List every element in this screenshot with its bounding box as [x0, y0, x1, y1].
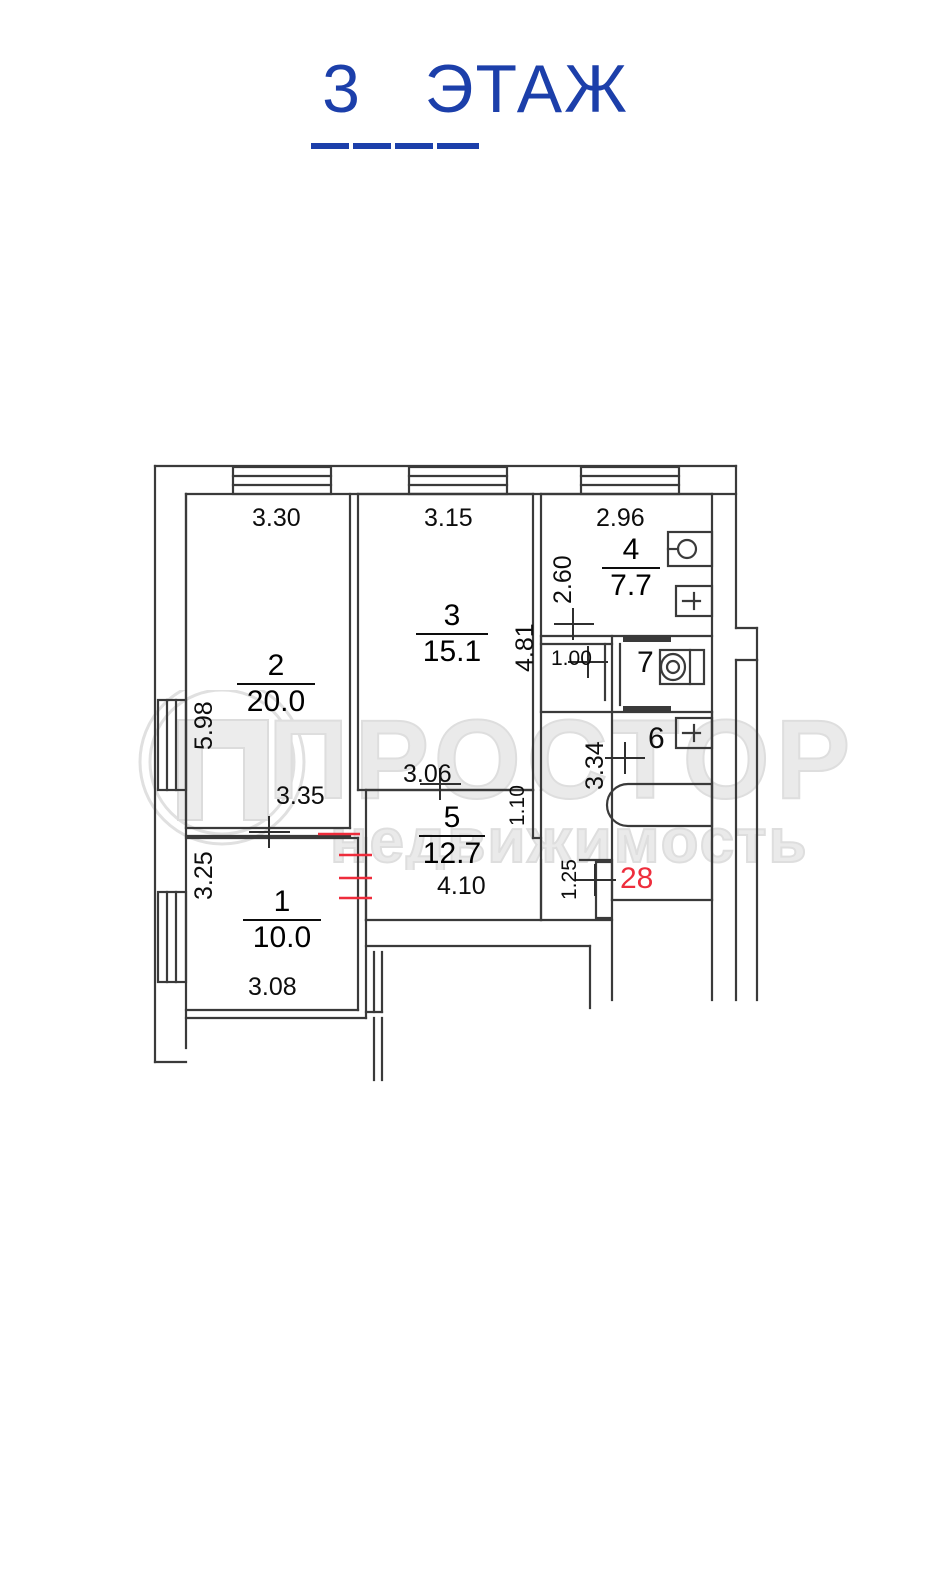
room-5-area: 12.7: [422, 836, 482, 870]
dim-room5-bottom: 4.10: [437, 872, 486, 900]
dim-room4-top: 2.96: [596, 504, 645, 532]
page-title-text: 3 ЭТАЖ: [322, 51, 629, 127]
room-1-number: 1: [273, 885, 291, 918]
dim-entry-width: 1.25: [558, 859, 581, 900]
dim-room1-left: 3.25: [190, 851, 218, 900]
dim-room2-bottom: 3.35: [276, 782, 325, 810]
apartment-number: 28: [620, 862, 654, 895]
title-underline: [311, 143, 479, 149]
room-3-bedroom: 3 15.1: [404, 600, 500, 667]
dim-room3-right: 4.81: [511, 623, 539, 672]
room-5-hallway: 5 12.7: [409, 802, 495, 869]
room-3-number: 3: [443, 599, 461, 632]
dim-room3-top: 3.15: [424, 504, 473, 532]
room-1-bedroom: 1 10.0: [234, 886, 330, 953]
room-3-area: 15.1: [422, 634, 482, 668]
room-4-number: 4: [622, 533, 640, 566]
room-1-area: 10.0: [252, 920, 312, 954]
page-title: 3 ЭТАЖ: [0, 55, 951, 123]
dim-room1-bottom: 3.08: [248, 973, 297, 1001]
room-5-number: 5: [443, 801, 461, 834]
room-6-bathroom: 6: [648, 722, 665, 755]
dim-room4-left: 2.60: [549, 555, 577, 604]
dim-room7-left: 1.00: [551, 647, 592, 670]
room-2-living-room: 2 20.0: [228, 650, 324, 717]
dim-room2-left: 5.98: [190, 701, 218, 750]
room-4-kitchen: 4 7.7: [592, 534, 670, 601]
room-7-toilet: 7: [637, 646, 654, 679]
room-2-area: 20.0: [246, 684, 306, 718]
room-2-number: 2: [267, 649, 285, 682]
dim-room5-right: 1.10: [506, 785, 529, 826]
dim-room3-bottom: 3.06: [403, 760, 452, 788]
room-4-area: 7.7: [610, 568, 652, 602]
dim-room6-left: 3.34: [581, 741, 609, 790]
dim-room2-top: 3.30: [252, 504, 301, 532]
